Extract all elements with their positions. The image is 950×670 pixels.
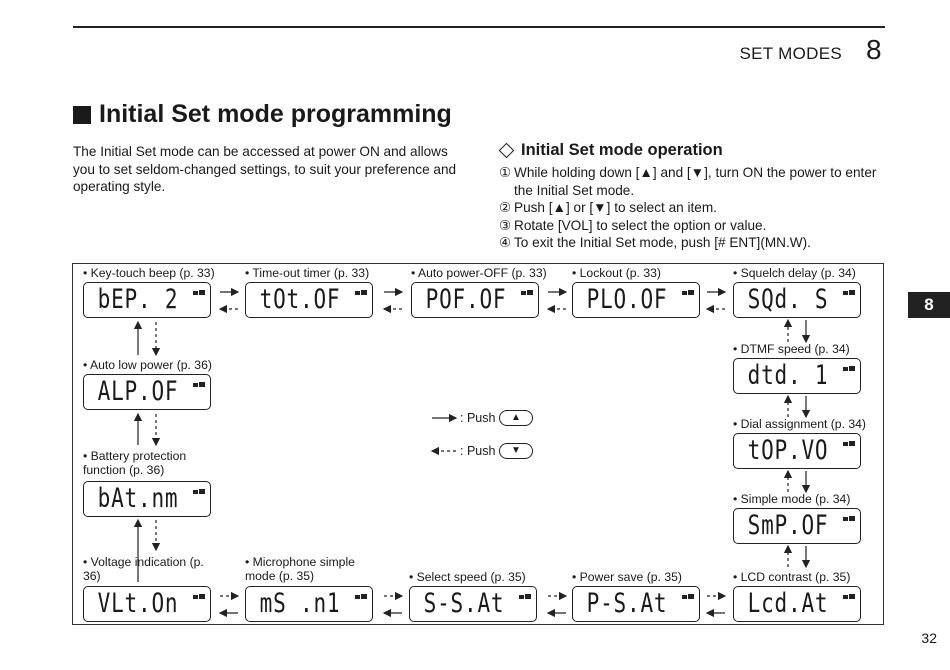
lcd-text: Lcd.At: [747, 588, 829, 619]
lcd-text: S-S.At: [423, 588, 505, 619]
signal-bars-icon: [355, 290, 367, 295]
label-select-speed: • Select speed (p. 35): [409, 570, 526, 584]
chapter-tab: 8: [908, 292, 950, 318]
label-auto-power-off: • Auto power-OFF (p. 33): [411, 266, 547, 280]
lcd-key-touch-beep: bEP. 2: [83, 282, 211, 318]
lcd-power-save: P-S.At: [572, 586, 700, 622]
lcd-text: VLt.On: [97, 588, 179, 619]
step-number: ③: [499, 217, 512, 233]
label-dial-assignment: • Dial assignment (p. 34): [733, 417, 866, 431]
chapter-number: 8: [866, 34, 882, 65]
step-text: While holding down [▲] and [▼], turn ON …: [514, 165, 877, 198]
signal-bars-icon: [521, 290, 533, 295]
lcd-microphone-simple-mode: mS .n1: [245, 586, 373, 622]
label-auto-low-power: • Auto low power (p. 36): [83, 358, 212, 372]
lcd-text: bEP. 2: [97, 284, 179, 315]
label-time-out-timer: • Time-out timer (p. 33): [245, 266, 370, 280]
lcd-lcd-contrast: Lcd.At: [733, 586, 861, 622]
label-simple-mode: • Simple mode (p. 34): [733, 492, 851, 506]
lcd-text: dtd. 1: [747, 360, 829, 391]
lcd-time-out-timer: tOt.OF: [245, 282, 373, 318]
signal-bars-icon: [682, 594, 694, 599]
lcd-select-speed: S-S.At: [409, 586, 537, 622]
lcd-lockout: PLO.OF: [572, 282, 700, 318]
lcd-text: tOt.OF: [259, 284, 341, 315]
page-title-text: Initial Set mode programming: [99, 100, 452, 128]
legend-push-up-label: : Push: [460, 411, 496, 425]
signal-bars-icon: [193, 290, 205, 295]
lcd-text: tOP.VO: [747, 435, 829, 466]
lcd-text: POF.OF: [425, 284, 507, 315]
intro-paragraph: The Initial Set mode can be accessed at …: [73, 144, 457, 194]
signal-bars-icon: [843, 516, 855, 521]
signal-bars-icon: [682, 290, 694, 295]
lcd-text: bAt.nm: [97, 483, 179, 514]
lcd-auto-low-power: ALP.OF: [83, 374, 211, 410]
operation-heading-text: Initial Set mode operation: [521, 141, 723, 159]
lcd-text: mS .n1: [259, 588, 341, 619]
page-title: Initial Set mode programming: [73, 100, 452, 129]
label-microphone-simple-mode: • Microphone simple mode (p. 35): [245, 555, 355, 583]
step-text: To exit the Initial Set mode, push [# EN…: [514, 235, 811, 250]
signal-bars-icon: [843, 441, 855, 446]
lcd-text: SmP.OF: [747, 510, 829, 541]
square-bullet-icon: [73, 105, 91, 124]
top-rule: [73, 26, 885, 28]
label-lockout: • Lockout (p. 33): [572, 266, 661, 280]
label-battery-protection: • Battery protection function (p. 36): [83, 449, 187, 477]
up-key-icon: ▲: [499, 410, 533, 426]
lcd-dial-assignment: tOP.VO: [733, 433, 861, 469]
down-key-icon: ▼: [499, 443, 533, 459]
operation-heading: Initial Set mode operation: [498, 141, 723, 160]
lcd-voltage-indication: VLt.On: [83, 586, 211, 622]
section-title: SET MODES: [739, 44, 842, 63]
signal-bars-icon: [193, 382, 205, 387]
diagram-frame: [72, 263, 884, 625]
lcd-squelch-delay: SQd. S: [733, 282, 861, 318]
step-text: Push [▲] or [▼] to select an item.: [514, 200, 717, 215]
label-lcd-contrast: • LCD contrast (p. 35): [733, 570, 851, 584]
label-squelch-delay: • Squelch delay (p. 34): [733, 266, 856, 280]
label-dtmf-speed: • DTMF speed (p. 34): [733, 342, 850, 356]
signal-bars-icon: [193, 594, 205, 599]
arrow-group: [133, 287, 811, 618]
lcd-battery-protection: bAt.nm: [83, 481, 211, 517]
legend-push-down-label: : Push: [460, 444, 496, 458]
signal-bars-icon: [843, 366, 855, 371]
step-number: ①: [499, 165, 512, 180]
lcd-text: SQd. S: [747, 284, 829, 315]
label-voltage-indication: • Voltage indication (p. 36): [83, 555, 204, 583]
lcd-text: PLO.OF: [586, 284, 668, 315]
lcd-auto-power-off: POF.OF: [411, 282, 539, 318]
lcd-simple-mode: SmP.OF: [733, 508, 861, 544]
lcd-dtmf-speed: dtd. 1: [733, 358, 861, 394]
signal-bars-icon: [355, 594, 367, 599]
signal-bars-icon: [193, 489, 205, 494]
label-power-save: • Power save (p. 35): [572, 570, 682, 584]
label-key-touch-beep: • Key-touch beep (p. 33): [83, 266, 215, 280]
step-number: ②: [499, 200, 512, 215]
step-number: ④: [499, 235, 512, 250]
signal-bars-icon: [843, 290, 855, 295]
signal-bars-icon: [519, 594, 531, 599]
signal-bars-icon: [843, 594, 855, 599]
lcd-text: ALP.OF: [97, 376, 179, 407]
step-text: Rotate [VOL] to select the option or val…: [514, 217, 767, 233]
page-number: 32: [921, 630, 937, 646]
lcd-text: P-S.At: [586, 588, 668, 619]
